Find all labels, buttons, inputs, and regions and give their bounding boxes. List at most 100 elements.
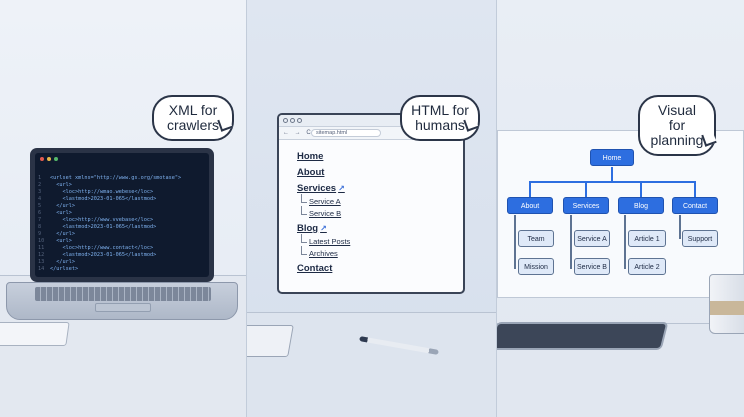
link-blog[interactable]: Blog↗ xyxy=(297,223,350,234)
coffee-cup xyxy=(709,274,744,334)
node-article-1[interactable]: Article 1 xyxy=(628,230,666,247)
bubble-line-1: XML for xyxy=(168,102,218,118)
link-service-b[interactable]: Service B xyxy=(297,206,350,218)
code-text: <lastmod>2023-01-065</lastmod> xyxy=(50,252,157,258)
notebook xyxy=(0,322,70,346)
cup-sleeve xyxy=(710,301,744,315)
external-link-icon: ↗ xyxy=(320,224,327,233)
node-service-a[interactable]: Service A xyxy=(574,230,610,247)
browser-window: ← → C sitemap.html Home About Services↗ … xyxy=(277,113,465,294)
node-services[interactable]: Services xyxy=(563,197,609,214)
line-number: 11 xyxy=(38,245,45,251)
code-line: 3 <loc>http://wmao.webese</loc> xyxy=(38,189,181,196)
code-line: 2 <url> xyxy=(38,182,181,189)
speech-bubble-html: HTML for humans xyxy=(400,95,480,141)
url-field[interactable]: sitemap.html xyxy=(311,129,381,137)
code-text: <url> xyxy=(50,210,72,216)
line-number: 7 xyxy=(38,217,42,223)
connector-line xyxy=(585,181,587,197)
link-contact[interactable]: Contact xyxy=(297,263,333,274)
link-latest-posts[interactable]: Latest Posts xyxy=(297,234,350,246)
code-text: </url> xyxy=(50,231,75,237)
code-line: 13 </url> xyxy=(38,259,181,266)
panel-divider xyxy=(246,0,247,417)
panel-html: ← → C sitemap.html Home About Services↗ … xyxy=(247,0,496,417)
connector-line xyxy=(529,181,695,183)
laptop-screen: 1<urlset xmlns="http://www.gs.org/smotas… xyxy=(30,148,214,282)
connector-line xyxy=(611,167,613,181)
code-line: 14 </urlset> xyxy=(38,266,181,273)
link-home[interactable]: Home xyxy=(297,151,324,162)
node-service-b[interactable]: Service B xyxy=(574,258,610,275)
code-line: 11 <loc>http://www.contact</loc> xyxy=(38,245,181,252)
panel-xml: 1<urlset xmlns="http://www.gs.org/smotas… xyxy=(0,0,246,417)
node-blog[interactable]: Blog xyxy=(618,197,664,214)
bubble-line-2: crawlers xyxy=(166,117,220,133)
minimize-dot-icon xyxy=(47,157,51,161)
line-number: 6 xyxy=(38,210,42,216)
line-number: 5 xyxy=(38,203,42,209)
window-dot-icon xyxy=(290,118,295,123)
code-text: <url> xyxy=(50,238,72,244)
line-number: 3 xyxy=(38,189,42,195)
code-line: 4 <lastmod>2023-01-065</lastmod> xyxy=(38,196,181,203)
code-line: 8 <lastmod>2023-01-065</lastmod> xyxy=(38,224,181,231)
node-team[interactable]: Team xyxy=(518,230,554,247)
line-number: 4 xyxy=(38,196,42,202)
code-line: 12 <lastmod>2023-01-065</lastmod> xyxy=(38,252,181,259)
link-services-label[interactable]: Services xyxy=(297,183,337,194)
node-contact[interactable]: Contact xyxy=(672,197,718,214)
connector-line xyxy=(529,181,531,197)
connector-line xyxy=(694,181,696,197)
code-line: 10 <url> xyxy=(38,238,181,245)
window-controls xyxy=(40,157,58,161)
code-editor: 1<urlset xmlns="http://www.gs.org/smotas… xyxy=(35,153,209,277)
line-number: 12 xyxy=(38,252,45,258)
notebook xyxy=(247,325,294,357)
node-about[interactable]: About xyxy=(507,197,553,214)
node-home[interactable]: Home xyxy=(590,149,634,166)
node-support[interactable]: Support xyxy=(682,230,718,247)
code-line: 6 <url> xyxy=(38,210,181,217)
line-number: 2 xyxy=(38,182,42,188)
trackpad xyxy=(95,303,151,312)
nav-buttons[interactable]: ← → C xyxy=(283,130,313,136)
code-text: </url> xyxy=(50,259,75,265)
link-archives[interactable]: Archives xyxy=(297,246,350,258)
sitemap-diagram-board: Home About Services Blog Contact Team Mi… xyxy=(497,130,744,298)
line-number: 10 xyxy=(38,238,45,244)
window-dot-icon xyxy=(297,118,302,123)
code-line: 1<urlset xmlns="http://www.gs.org/smotas… xyxy=(38,175,181,182)
xml-code: 1<urlset xmlns="http://www.gs.org/smotas… xyxy=(38,175,181,273)
keyboard xyxy=(35,287,211,301)
window-dot-icon xyxy=(283,118,288,123)
connector-line xyxy=(514,215,516,269)
code-text: <urlset xmlns="http://www.gs.org/smotase… xyxy=(50,175,182,181)
code-text: <lastmod>2023-01-065</lastmod> xyxy=(50,196,157,202)
link-services[interactable]: Services↗ xyxy=(297,183,350,194)
code-text: <loc>http://www.contact</loc> xyxy=(50,245,154,251)
node-mission[interactable]: Mission xyxy=(518,258,554,275)
code-text: <url> xyxy=(50,182,72,188)
bubble-line-1: Visual for xyxy=(658,102,696,133)
connector-line xyxy=(624,215,626,269)
code-line: 7 <loc>http://www.vvebase</loc> xyxy=(38,217,181,224)
code-text: <lastmod>2023-01-065</lastmod> xyxy=(50,224,157,230)
line-number: 14 xyxy=(38,266,45,272)
line-number: 13 xyxy=(38,259,45,265)
line-number: 9 xyxy=(38,231,42,237)
code-line: 5 </url> xyxy=(38,203,181,210)
link-service-a[interactable]: Service A xyxy=(297,194,350,206)
link-blog-label[interactable]: Blog xyxy=(297,223,319,234)
link-about[interactable]: About xyxy=(297,167,325,178)
connector-line xyxy=(679,215,681,239)
tablet xyxy=(497,322,669,350)
node-article-2[interactable]: Article 2 xyxy=(628,258,666,275)
code-text: </urlset> xyxy=(50,266,79,272)
maximize-dot-icon xyxy=(54,157,58,161)
panel-divider xyxy=(496,0,497,417)
connector-line xyxy=(640,181,642,197)
code-text: <loc>http://www.vvebase</loc> xyxy=(50,217,154,223)
line-number: 8 xyxy=(38,224,42,230)
laptop-base xyxy=(6,282,238,320)
